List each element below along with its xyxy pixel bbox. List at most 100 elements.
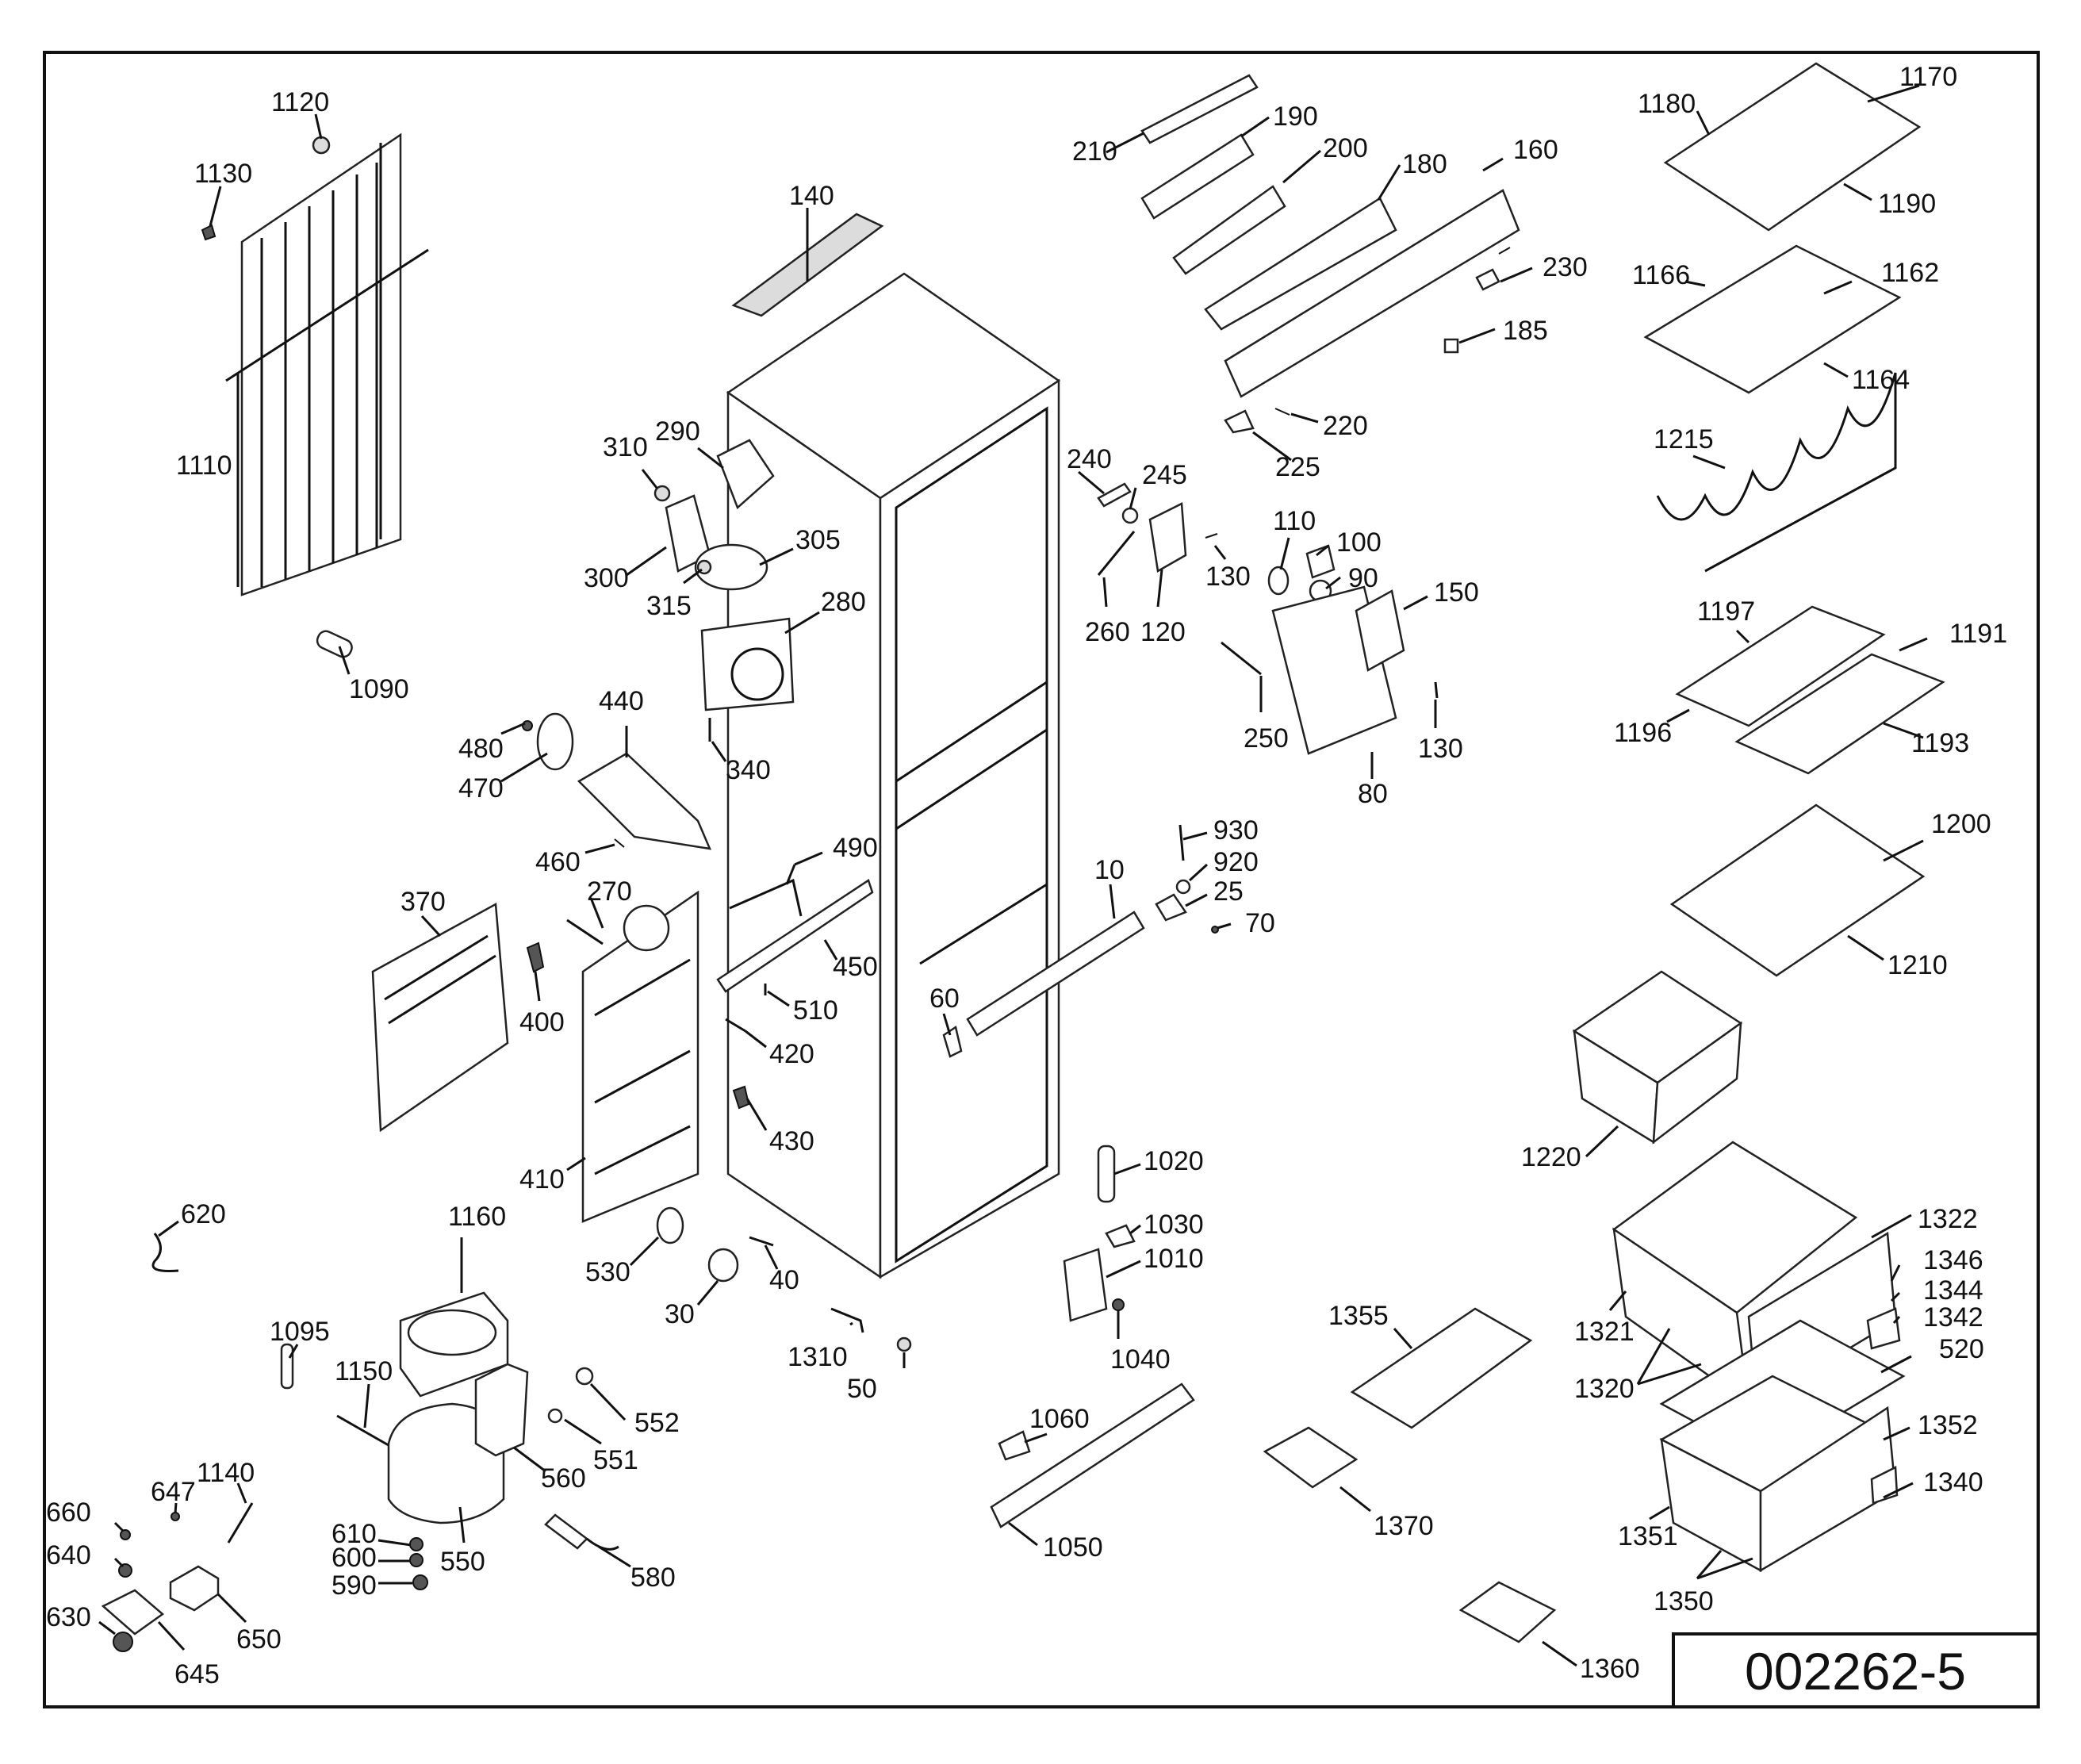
callout-80: 80 xyxy=(1358,779,1388,809)
callout-220: 220 xyxy=(1323,411,1368,441)
bracket-645 xyxy=(101,1589,165,1636)
callout-1190: 1190 xyxy=(1878,189,1936,219)
callout-610: 610 xyxy=(332,1519,377,1549)
pin-930 xyxy=(1178,824,1185,861)
callout-1322: 1322 xyxy=(1918,1204,1978,1234)
drier-580 xyxy=(544,1513,588,1550)
callout-340: 340 xyxy=(726,755,771,785)
board-210 xyxy=(1140,74,1259,144)
bracket-1310 xyxy=(830,1307,864,1333)
callout-1310: 1310 xyxy=(788,1342,848,1372)
rod-250 xyxy=(1221,641,1262,676)
callout-647: 647 xyxy=(151,1477,196,1507)
screw-1130 xyxy=(201,224,217,241)
condenser-coil xyxy=(225,132,429,596)
callout-185: 185 xyxy=(1503,316,1548,346)
drain-channel-450 xyxy=(716,879,874,993)
shelf-1170 xyxy=(1663,62,1922,232)
cable-620 xyxy=(151,1233,179,1272)
callout-1220: 1220 xyxy=(1521,1142,1581,1172)
lamp-110 xyxy=(1267,566,1290,596)
top-panel-160 xyxy=(1224,189,1520,398)
callout-300: 300 xyxy=(584,563,629,593)
callout-1050: 1050 xyxy=(1043,1532,1103,1563)
callout-552: 552 xyxy=(634,1408,680,1438)
hinge-240 xyxy=(1097,482,1132,508)
screw-130a xyxy=(1205,533,1218,539)
callout-630: 630 xyxy=(46,1602,91,1632)
pin-260 xyxy=(1097,531,1136,576)
washer-1030 xyxy=(1105,1224,1136,1248)
thermostat-270-knob xyxy=(623,904,670,952)
callout-10: 10 xyxy=(1094,855,1125,885)
callout-150: 150 xyxy=(1434,577,1479,608)
callout-160: 160 xyxy=(1513,135,1558,165)
callout-1010: 1010 xyxy=(1144,1244,1204,1274)
callout-551: 551 xyxy=(593,1445,638,1475)
fan-470 xyxy=(536,712,574,771)
callout-1210: 1210 xyxy=(1887,950,1948,980)
callout-130b: 130 xyxy=(1418,734,1463,764)
callout-560: 560 xyxy=(541,1463,586,1494)
plug-400 xyxy=(526,941,545,973)
callout-1020: 1020 xyxy=(1144,1146,1204,1176)
callout-1355: 1355 xyxy=(1328,1301,1389,1331)
pcb-200 xyxy=(1172,185,1286,275)
callout-550: 550 xyxy=(440,1547,485,1577)
callout-580: 580 xyxy=(630,1563,676,1593)
clip-230 xyxy=(1475,268,1500,291)
callout-1342: 1342 xyxy=(1923,1302,1983,1333)
callout-1164: 1164 xyxy=(1852,365,1910,395)
hinge-225 xyxy=(1224,409,1255,434)
callout-1060: 1060 xyxy=(1029,1404,1090,1434)
callout-1193: 1193 xyxy=(1911,728,1969,758)
callout-1090: 1090 xyxy=(349,674,409,704)
callout-1321: 1321 xyxy=(1574,1317,1635,1347)
callout-305: 305 xyxy=(795,525,841,555)
callout-1351: 1351 xyxy=(1618,1521,1678,1551)
grommet-552 xyxy=(575,1367,594,1386)
label-1060 xyxy=(998,1430,1031,1461)
callout-1320: 1320 xyxy=(1574,1374,1635,1404)
bolt-610 xyxy=(409,1537,423,1551)
callout-270: 270 xyxy=(587,876,632,907)
callout-1170: 1170 xyxy=(1899,62,1957,92)
shelf-1191 xyxy=(1734,653,1945,775)
callout-25: 25 xyxy=(1213,876,1244,907)
callout-40: 40 xyxy=(769,1265,799,1295)
cabinet xyxy=(726,272,1061,1279)
drawing-number-box: 002262-5 xyxy=(1672,1632,2040,1708)
callout-1095: 1095 xyxy=(270,1317,330,1347)
callout-1344: 1344 xyxy=(1923,1275,1983,1306)
callout-1140: 1140 xyxy=(197,1458,255,1488)
evaporator-cover-440 xyxy=(577,752,712,850)
foot-50 xyxy=(896,1336,912,1352)
screw-70 xyxy=(1211,926,1219,934)
control-housing-180 xyxy=(1204,197,1397,331)
callout-1370: 1370 xyxy=(1374,1511,1434,1541)
screw-130b xyxy=(1434,681,1439,699)
fan-blade-305 xyxy=(694,543,768,591)
callout-90: 90 xyxy=(1348,563,1378,593)
stop-60 xyxy=(942,1025,963,1058)
callout-130a: 130 xyxy=(1205,562,1251,592)
callouts: 1120 1130 1110 1090 140 310 290 305 300 … xyxy=(46,62,2007,1689)
probe-270 xyxy=(566,918,604,945)
shelf-1197 xyxy=(1675,605,1886,727)
callout-1196: 1196 xyxy=(1614,718,1672,748)
callout-430: 430 xyxy=(769,1126,814,1156)
tray-1355 xyxy=(1350,1307,1533,1429)
callout-240: 240 xyxy=(1067,444,1112,474)
callout-100: 100 xyxy=(1336,527,1382,558)
heater-370 xyxy=(371,902,509,1133)
callout-1162: 1162 xyxy=(1881,258,1939,288)
relay-box-560 xyxy=(474,1363,529,1457)
callout-1191: 1191 xyxy=(1949,619,2007,649)
screw-230 xyxy=(1498,247,1511,255)
callout-1180: 1180 xyxy=(1638,89,1696,119)
grommet-1120 xyxy=(312,136,331,155)
callout-290: 290 xyxy=(655,416,700,447)
callout-30: 30 xyxy=(665,1299,695,1329)
nut-310 xyxy=(653,485,671,502)
callout-1110: 1110 xyxy=(176,451,232,481)
